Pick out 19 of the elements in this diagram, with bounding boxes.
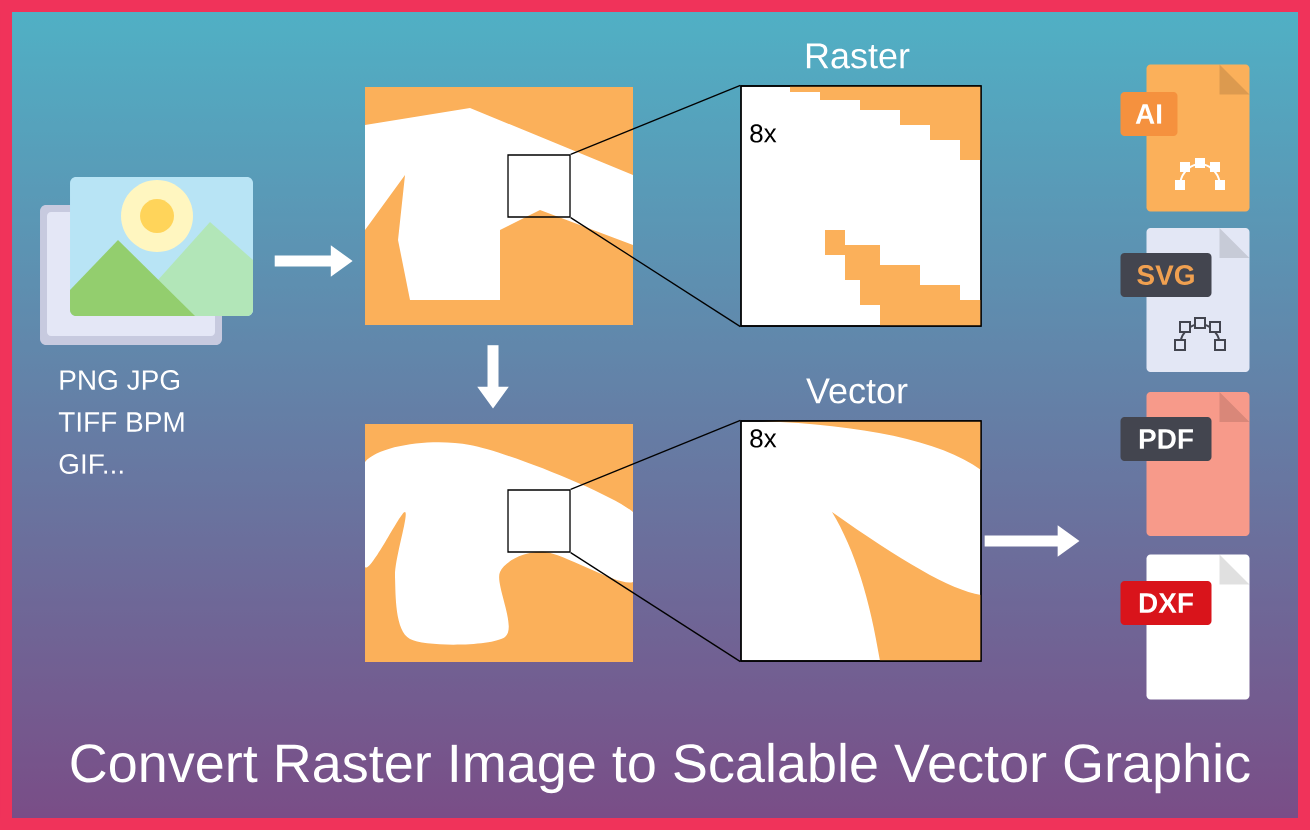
zoom-factor: 8x bbox=[750, 429, 777, 448]
image-drawing bbox=[365, 87, 633, 325]
zoom-line bbox=[570, 217, 741, 328]
zoom-box bbox=[740, 85, 982, 327]
format-label: PNG JPG bbox=[60, 370, 179, 390]
zoom-square bbox=[507, 489, 571, 553]
picture-icon bbox=[40, 177, 253, 345]
zoom-line bbox=[570, 552, 741, 663]
zoom-factor: 8x bbox=[750, 124, 777, 143]
zoom-box bbox=[740, 420, 982, 662]
box-heading: Vector bbox=[806, 378, 908, 404]
zoom-square bbox=[507, 154, 571, 218]
image-drawing bbox=[365, 424, 633, 662]
title: Convert Raster Image to Scalable Vector Graphic bbox=[71, 742, 1250, 794]
box-heading: Raster bbox=[806, 43, 910, 69]
zoom-line bbox=[570, 84, 741, 155]
format-label: GIF... bbox=[59, 454, 123, 474]
zoom-line bbox=[570, 419, 741, 490]
format-label: TIFF BPM bbox=[58, 412, 184, 432]
